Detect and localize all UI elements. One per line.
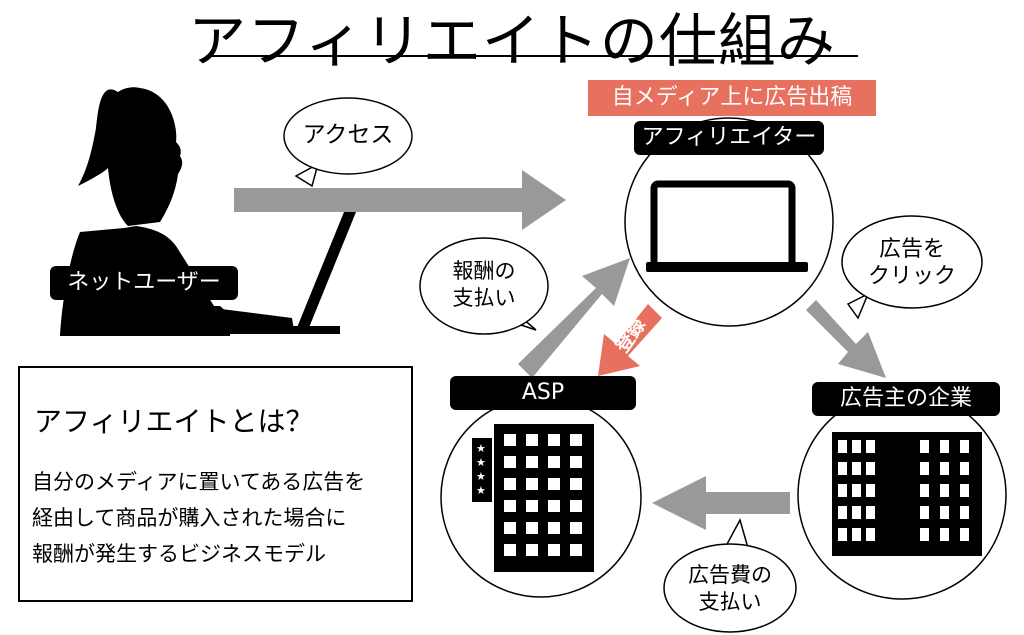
advertiser-window [866,506,875,519]
advertiser-window [838,506,847,519]
advertiser-building-icon [832,432,982,556]
asp-window [570,456,582,468]
svg-text:★: ★ [476,456,486,469]
bubble-click [841,215,983,320]
advertiser-window [838,462,847,475]
advertiser-window [960,506,969,519]
advertiser-window [866,462,875,475]
asp-window [526,522,538,534]
asp-window [526,434,538,446]
bubble-access-text: アクセス [302,122,394,148]
affiliate-label: アフィリエイター [634,121,824,155]
bubble-reward [419,237,549,335]
bubble-click-line1: 広告を [878,237,945,262]
advertiser-window [940,484,949,497]
asp-window [526,478,538,490]
asp-window [548,434,560,446]
asp-window [504,434,516,446]
definition-heading: アフィリエイトとは？ [34,405,314,438]
asp-window [570,522,582,534]
definition-line3: 報酬が発生するビジネスモデル [32,542,326,566]
asp-window [504,544,516,556]
definition-line2: 経由して商品が購入された場合に [32,506,347,530]
advertiser-window [852,506,861,519]
bubble-adfee-text: 広告費の 支払い [670,562,790,616]
svg-text:★: ★ [476,470,486,483]
bubble-adfee [663,518,797,633]
advertiser-window [866,528,875,541]
bubble-click-line2: クリック [867,264,956,289]
advertiser-window [940,440,949,453]
bubble-reward-line1: 報酬の [452,259,516,283]
asp-label: ASP [450,376,636,410]
svg-text:★: ★ [476,484,486,497]
asp-window [548,544,560,556]
laptop-icon [646,180,808,272]
advertiser-window [960,528,969,541]
asp-window [526,456,538,468]
arrow-register [598,304,662,376]
arrow-advertiser-to-asp [652,476,790,530]
advertiser-window [940,506,949,519]
bubble-access [283,97,413,188]
definition-box: アフィリエイトとは？ 自分のメディアに置いてある広告を 経由して商品が購入された… [18,366,413,602]
asp-window [570,500,582,512]
advertiser-window [852,462,861,475]
svg-text:★: ★ [476,442,486,455]
advertiser-window [838,440,847,453]
advertiser-window [920,462,929,475]
advertiser-window [866,484,875,497]
asp-window [504,500,516,512]
asp-window [504,522,516,534]
bubble-click-text: 広告を クリック [852,236,972,290]
advertiser-window [866,440,875,453]
asp-window [504,456,516,468]
bubble-reward-text: 報酬の 支払い [432,258,536,312]
page-title: アフィリエイトの仕組み [188,7,836,75]
asp-window [548,522,560,534]
advertiser-window [960,484,969,497]
advertiser-window [852,484,861,497]
advertiser-window [960,462,969,475]
bubble-adfee-line1: 広告費の [688,563,772,587]
advertiser-window [852,528,861,541]
advertiser-window [920,440,929,453]
advertiser-window [920,506,929,519]
advertiser-window [920,484,929,497]
definition-body: 自分のメディアに置いてある広告を 経由して商品が購入された場合に 報酬が発生する… [32,464,365,572]
asp-window [526,544,538,556]
definition-line1: 自分のメディアに置いてある広告を [32,470,366,494]
arrow-user-to-affiliate [234,170,566,230]
advertiser-window [940,462,949,475]
advertiser-window [960,440,969,453]
user-label: ネットユーザー [50,266,238,300]
asp-window [570,434,582,446]
asp-window [548,478,560,490]
asp-window [548,500,560,512]
affiliate-circle [624,117,834,327]
asp-window [526,500,538,512]
asp-building-icon: ★★ ★★ [472,424,594,572]
advertiser-window [838,528,847,541]
bubble-reward-line2: 支払い [452,286,516,310]
asp-window [548,456,560,468]
arrow-asp-to-affiliate [518,258,630,378]
arrow-affiliate-to-advertiser [806,300,886,378]
advertiser-window [940,528,949,541]
banner-ad-placement: 自メディア上に広告出稿 [588,80,876,116]
advertiser-window [838,484,847,497]
advertiser-label: 広告主の企業 [812,382,1000,416]
advertiser-window [920,528,929,541]
asp-window [570,544,582,556]
asp-window [504,478,516,490]
advertiser-window [852,440,861,453]
bubble-adfee-line2: 支払い [698,590,762,614]
asp-window [570,478,582,490]
